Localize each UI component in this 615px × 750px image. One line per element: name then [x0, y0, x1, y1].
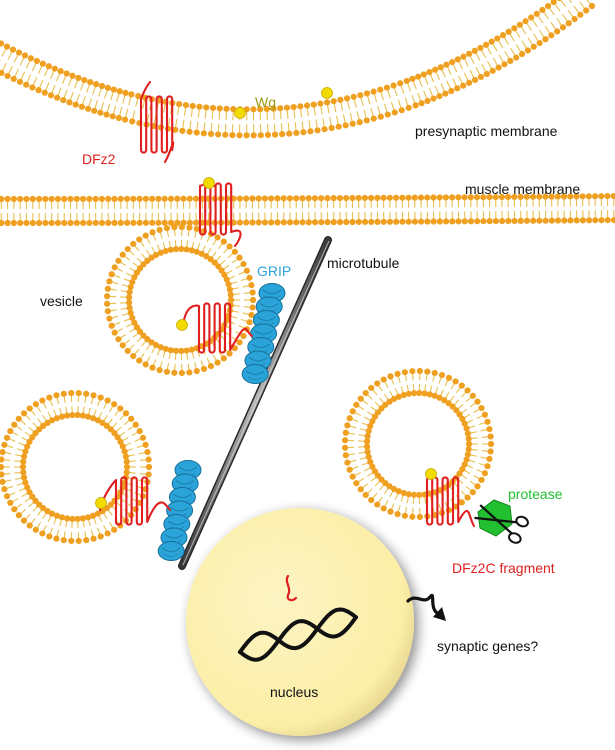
wg-ligand-bound [95, 497, 107, 509]
protease-label: protease [508, 486, 563, 502]
dfz2-receptor-muscle [198, 182, 242, 248]
dfz2-receptor-vesicle-lower [98, 476, 172, 526]
nucleus-label: nucleus [270, 684, 318, 700]
vesicle-upper [103, 223, 257, 377]
presynaptic-membrane-label: presynaptic membrane [415, 123, 558, 139]
vesicle-right [341, 367, 495, 521]
wg-ligand-bound [176, 319, 188, 331]
grip-label: GRIP [257, 263, 291, 279]
grip-protein-lower [157, 460, 202, 561]
muscle-membrane [0, 192, 615, 227]
wg-label: Wg [255, 94, 276, 110]
vesicle-label: vesicle [40, 293, 83, 309]
wg-ligand-bound [203, 177, 215, 189]
wg-ligand [321, 87, 333, 99]
grip-protein-upper [241, 283, 286, 384]
dfz2-receptor-vesicle-right [425, 472, 476, 528]
vesicle-lower-left [0, 389, 153, 545]
dfz2-label: DFz2 [82, 151, 116, 167]
synaptic-genes-label: synaptic genes? [437, 638, 538, 654]
dfz2c-fragment-nuclear [285, 574, 298, 602]
wg-ligand [234, 107, 246, 119]
dna-helix-icon [238, 607, 358, 662]
dfz2-receptor-vesicle-upper [182, 302, 254, 354]
dfz2c-fragment-label: DFz2C fragment [452, 560, 555, 576]
muscle-membrane-label: muscle membrane [465, 181, 580, 197]
dfz2-receptor-presynaptic [139, 80, 175, 164]
wg-ligand-bound [425, 468, 437, 480]
microtubule-label: microtubule [327, 255, 400, 271]
microtubule [178, 236, 332, 570]
presynaptic-membrane [0, 0, 596, 139]
scissors-icon [474, 504, 529, 544]
squiggle-arrow-icon [406, 593, 446, 621]
